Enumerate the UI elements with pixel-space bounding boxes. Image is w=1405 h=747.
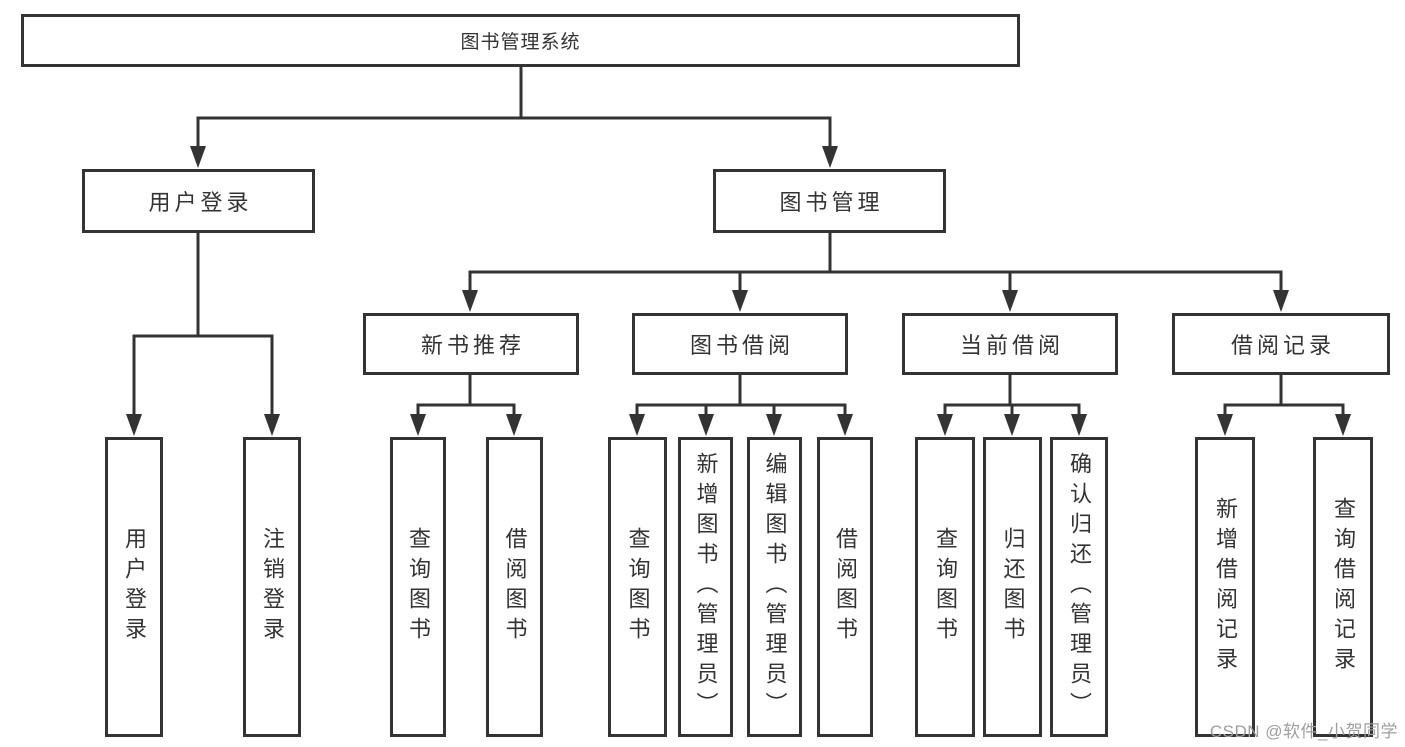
leaf-borrowing-query-books: 查询图书 <box>608 437 667 737</box>
node-new-book-recommend-label: 新书推荐 <box>420 333 525 358</box>
node-current-borrowing: 当前借阅 <box>902 313 1118 375</box>
node-book-borrowing-label: 图书借阅 <box>689 333 794 358</box>
leaf-borrowing-add-books: 新增图书（管理员） <box>678 437 733 737</box>
connector-bookmgmt-to-level3 <box>468 233 1283 296</box>
leaf-logout: 注销登录 <box>243 437 301 737</box>
node-user-login-label: 用户登录 <box>148 190 253 215</box>
connector-newbook-to-leaves <box>416 375 516 420</box>
leaf-borrowing-edit-books-label: 编辑图书（管理员） <box>762 452 788 722</box>
leaf-borrowing-add-books-label: 新增图书（管理员） <box>693 452 719 722</box>
leaf-current-query-books-label: 查询图书 <box>933 527 958 647</box>
node-root-label: 图书管理系统 <box>460 32 581 53</box>
leaf-current-return-books-label: 归还图书 <box>1000 527 1026 647</box>
leaf-records-query-record-label: 查询借阅记录 <box>1331 497 1356 677</box>
leaf-current-return-books: 归还图书 <box>983 437 1042 737</box>
connector-currentborrow-to-leaves <box>943 375 1081 420</box>
node-current-borrowing-label: 当前借阅 <box>959 333 1064 358</box>
node-borrowing-records-label: 借阅记录 <box>1230 333 1335 358</box>
node-book-borrowing: 图书借阅 <box>632 313 848 375</box>
connector-root-to-level2 <box>196 67 832 152</box>
connector-bookborrow-to-leaves <box>635 375 847 420</box>
csdn-watermark: CSDN @软件_小贺同学 <box>1209 722 1398 741</box>
leaf-recommend-borrow-books-label: 借阅图书 <box>502 527 528 647</box>
leaf-logout-label: 注销登录 <box>260 527 285 647</box>
leaf-records-add-record-label: 新增借阅记录 <box>1213 497 1238 677</box>
node-book-management: 图书管理 <box>713 169 946 233</box>
node-borrowing-records: 借阅记录 <box>1172 313 1390 375</box>
leaf-current-query-books: 查询图书 <box>915 437 975 737</box>
leaf-recommend-query-books: 查询图书 <box>390 437 446 737</box>
leaf-user-login-label: 用户登录 <box>122 527 147 647</box>
node-new-book-recommend: 新书推荐 <box>363 313 579 375</box>
leaf-borrowing-query-books-label: 查询图书 <box>625 527 651 647</box>
node-root: 图书管理系统 <box>21 14 1020 67</box>
node-user-login: 用户登录 <box>82 169 315 233</box>
leaf-current-confirm-return: 确认归还（管理员） <box>1050 437 1108 737</box>
leaf-borrowing-borrow-books-label: 借阅图书 <box>833 527 858 647</box>
leaf-user-login: 用户登录 <box>105 437 163 737</box>
leaf-borrowing-edit-books: 编辑图书（管理员） <box>747 437 802 737</box>
leaf-records-add-record: 新增借阅记录 <box>1195 437 1255 737</box>
arrowheads <box>126 146 1351 436</box>
connector-records-to-leaves <box>1223 375 1345 420</box>
leaf-records-query-record: 查询借阅记录 <box>1313 437 1373 737</box>
connector-userlogin-to-leaves <box>132 233 274 420</box>
leaf-recommend-borrow-books: 借阅图书 <box>486 437 543 737</box>
node-book-management-label: 图书管理 <box>779 190 884 215</box>
leaf-recommend-query-books-label: 查询图书 <box>406 527 431 647</box>
leaf-current-confirm-return-label: 确认归还（管理员） <box>1067 452 1092 722</box>
leaf-borrowing-borrow-books: 借阅图书 <box>817 437 873 737</box>
